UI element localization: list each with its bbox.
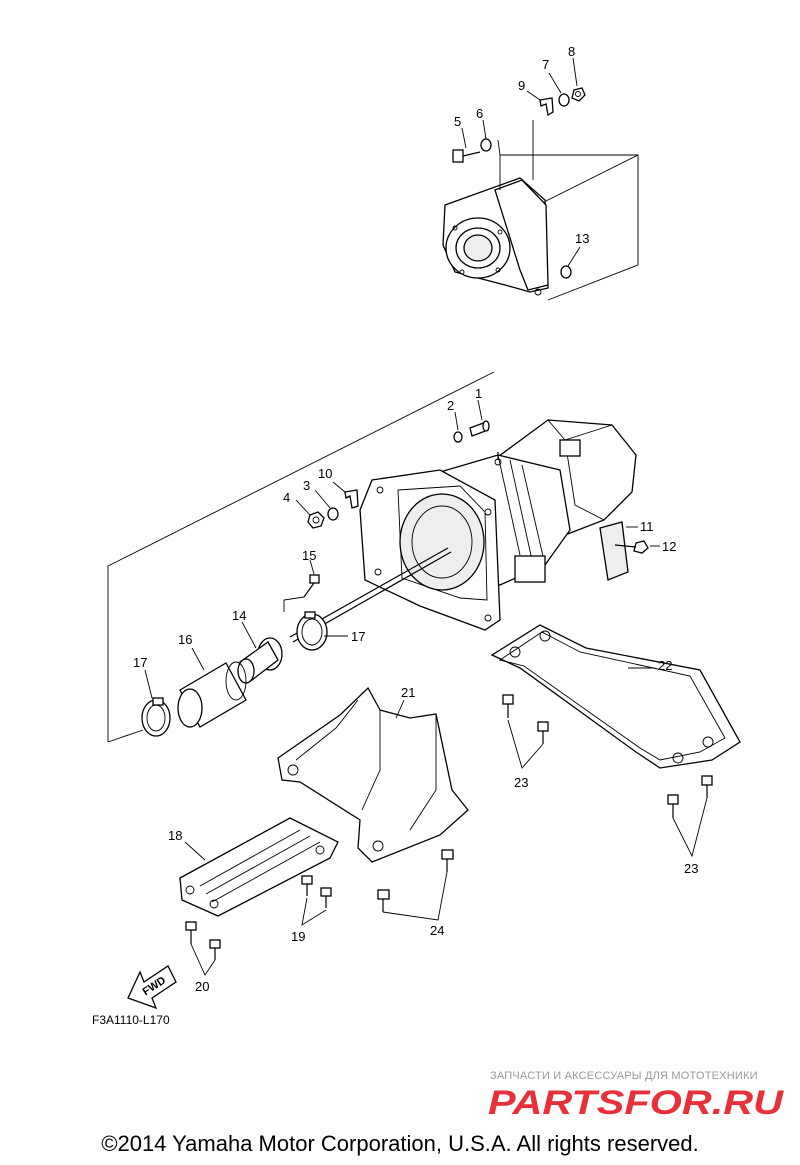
screw-part-15 xyxy=(303,574,320,598)
callout-20: 20 xyxy=(195,979,209,994)
screws-part-20 xyxy=(185,921,221,960)
callout-21: 21 xyxy=(401,685,415,700)
bolt-part-12 xyxy=(614,540,649,554)
grate-part-18 xyxy=(179,817,339,917)
jet-unit-frame xyxy=(107,371,495,743)
callout-10: 10 xyxy=(318,466,332,481)
callout-16: 16 xyxy=(178,632,192,647)
callout-17-left: 17 xyxy=(133,655,147,670)
screws-part-24 xyxy=(377,849,454,912)
washer-part-6 xyxy=(480,138,492,152)
bolt-part-5 xyxy=(452,149,481,163)
callout-18: 18 xyxy=(168,828,182,843)
washer-part-7 xyxy=(558,93,570,107)
screws-part-19 xyxy=(301,875,332,908)
callout-14: 14 xyxy=(232,608,246,623)
jet-pump-housing xyxy=(359,419,637,631)
screws-part-23-left xyxy=(502,694,549,744)
callout-6: 6 xyxy=(476,106,483,121)
plate-part-22 xyxy=(490,624,741,769)
callout-23-left: 23 xyxy=(514,775,528,790)
hose-part-16 xyxy=(177,661,247,728)
washer-part-13 xyxy=(560,265,572,279)
washer-part-3 xyxy=(327,507,339,521)
callout-7: 7 xyxy=(542,57,549,72)
clip-part-9 xyxy=(539,97,554,117)
callout-22: 22 xyxy=(658,658,672,673)
joint-part-14 xyxy=(237,637,283,684)
clamp-part-17-left xyxy=(141,697,171,737)
callout-3: 3 xyxy=(303,478,310,493)
screws-part-23-right xyxy=(667,775,713,818)
callout-8: 8 xyxy=(568,44,575,59)
watermark-logo: PARTSFOR.RU xyxy=(488,1084,785,1122)
nut-part-8 xyxy=(571,87,586,102)
bearing-housing-group xyxy=(442,57,639,301)
callout-9: 9 xyxy=(518,78,525,93)
washer-part-2 xyxy=(453,431,463,443)
clip-part-10 xyxy=(344,489,359,509)
callout-17-right: 17 xyxy=(351,629,365,644)
callout-labels: 1 2 3 4 5 6 7 8 9 10 11 12 13 14 15 16 1… xyxy=(133,44,698,994)
callout-4: 4 xyxy=(283,490,290,505)
pad-part-11 xyxy=(599,521,629,581)
copyright-notice: ©2014 Yamaha Motor Corporation, U.S.A. A… xyxy=(101,1131,699,1156)
forward-arrow-icon: FWD xyxy=(127,965,177,1010)
bracket-part-21 xyxy=(277,686,469,863)
callout-1: 1 xyxy=(475,386,482,401)
callout-23-right: 23 xyxy=(684,861,698,876)
callout-11: 11 xyxy=(640,519,654,534)
callout-12: 12 xyxy=(662,539,676,554)
callout-24: 24 xyxy=(430,923,444,938)
diagram-code: F3A1110-L170 xyxy=(92,1013,170,1027)
callout-13: 13 xyxy=(575,231,589,246)
nut-part-4 xyxy=(307,511,325,529)
callout-19: 19 xyxy=(291,929,305,944)
watermark-tagline: ЗАПЧАСТИ И АКСЕССУАРЫ ДЛЯ МОТОТЕХНИКИ xyxy=(490,1070,758,1082)
callout-15: 15 xyxy=(302,548,316,563)
bolt-part-1 xyxy=(469,420,490,437)
callout-5: 5 xyxy=(454,114,461,129)
watermark-logo-text: PARTSFOR.RU xyxy=(488,1084,785,1122)
clamp-part-17-right xyxy=(296,611,328,651)
callout-2: 2 xyxy=(447,398,454,413)
